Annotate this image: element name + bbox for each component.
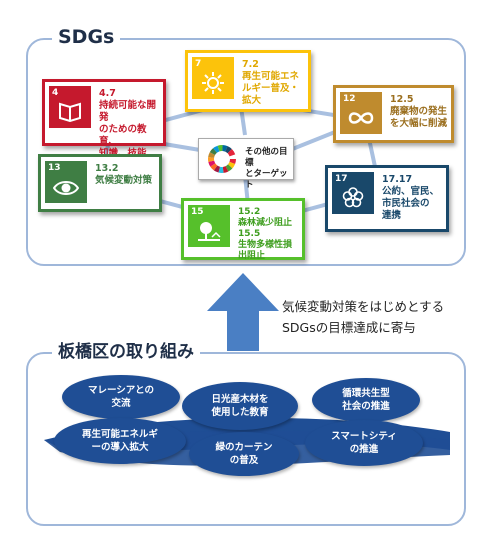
- goal-12-card: 12 12.5 廃棄物の発生 を大幅に削減: [333, 85, 454, 143]
- sdgs-center-card: その他の目標 とターゲット: [198, 138, 294, 190]
- goal-15-text: 15.2 森林減少阻止 15.5 生物多様性損 出阻止: [238, 207, 293, 261]
- goal-15-tile: 15: [188, 205, 230, 247]
- goal-17-text: 17.17 公約、官民、 市民社会の 連携: [382, 174, 440, 221]
- goal-15-card: 15 15.2 森林減少阻止 15.5 生物多様性損 出阻止: [181, 198, 305, 261]
- goal-12-number: 12: [343, 94, 356, 104]
- sdgs-frame: [26, 38, 466, 266]
- tree-icon: [198, 222, 221, 241]
- goal-13-tile: 13: [45, 161, 87, 203]
- goal-7-tile: 7: [192, 57, 234, 99]
- goal-4-tile: 4: [49, 86, 91, 128]
- arrow-caption: 気候変動対策をはじめとする SDGsの目標達成に寄与: [282, 299, 445, 335]
- initiative-green-curtain: 緑のカーテン の普及: [189, 432, 299, 476]
- initiative-circular-society: 循環共生型 社会の推進: [312, 378, 420, 422]
- initiative-nikko-timber-education: 日光産木材を 使用した教育: [182, 382, 298, 430]
- sdgs-wheel-icon: [208, 145, 236, 173]
- initiative-smart-city: スマートシティ の推進: [305, 420, 423, 466]
- goal-7-text: 7.2 再生可能エネ ルギー普及・ 拡大: [242, 59, 300, 106]
- eye-globe-icon: [53, 181, 79, 195]
- goal-4-card: 4 4.7 持続可能な開発 のための教育、 知識、技能: [42, 79, 166, 159]
- sun-icon: [202, 72, 224, 94]
- initiative-renewable-energy: 再生可能エネルギ ーの導入拡大: [54, 418, 186, 464]
- sdgs-center-label: その他の目標 とターゲット: [245, 147, 288, 190]
- flower-ring-icon: [342, 187, 364, 208]
- goal-13-card: 13 13.2 気候変動対策: [38, 154, 162, 212]
- itabashi-section-title: 板橋区の取り組み: [52, 340, 200, 364]
- goal-4-text: 4.7 持続可能な開発 のための教育、 知識、技能: [99, 88, 157, 159]
- goal-7-number: 7: [195, 59, 202, 69]
- sdgs-section-title: SDGs: [52, 24, 121, 50]
- goal-17-tile: 17: [332, 172, 374, 214]
- up-arrow-icon: [207, 273, 279, 351]
- goal-12-text: 12.5 廃棄物の発生 を大幅に削減: [390, 94, 448, 129]
- goal-4-number: 4: [52, 88, 59, 98]
- infinity-icon: [348, 112, 374, 124]
- goal-7-card: 7 7.2 再生可能エネ ルギー普及・ 拡大: [185, 50, 311, 112]
- initiative-malaysia-exchange: マレーシアとの 交流: [62, 375, 180, 419]
- book-icon: [59, 102, 81, 122]
- goal-12-tile: 12: [340, 92, 382, 134]
- itabashi-frame: [26, 352, 466, 526]
- goal-17-number: 17: [335, 174, 348, 184]
- goal-17-card: 17 17.17 公約、官民、 市民社会の 連携: [325, 165, 449, 232]
- goal-15-number: 15: [191, 207, 204, 217]
- goal-13-number: 13: [48, 163, 61, 173]
- goal-13-text: 13.2 気候変動対策: [95, 163, 153, 186]
